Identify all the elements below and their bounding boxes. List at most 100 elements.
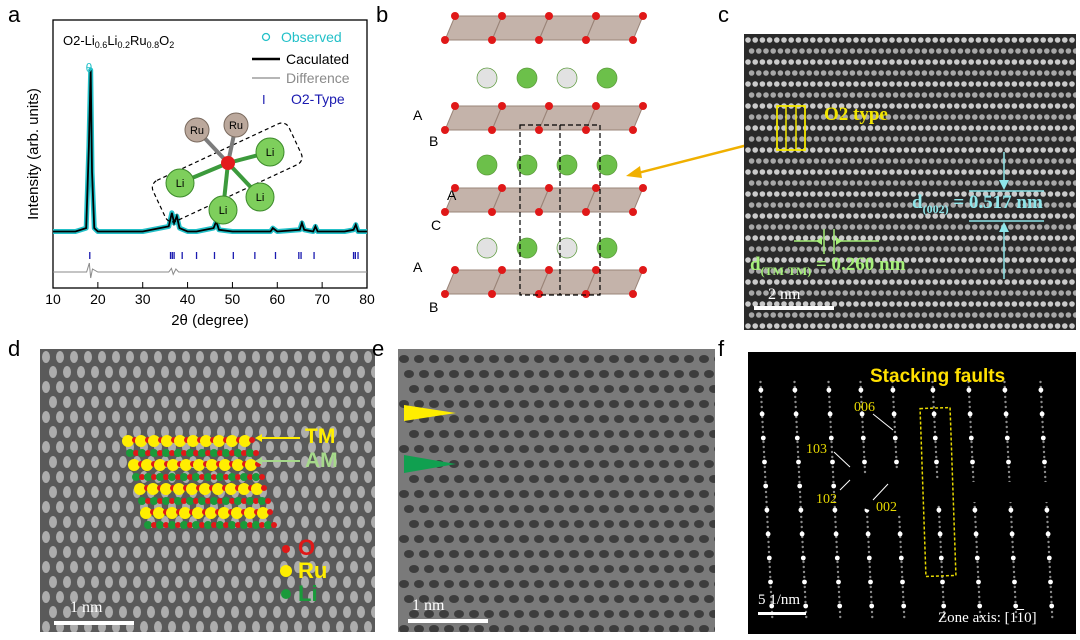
oxygen-atom	[592, 266, 600, 274]
stacking-letter: A	[413, 259, 423, 275]
diffraction-spot	[1049, 603, 1055, 609]
oxygen-atom	[441, 126, 449, 134]
saed-pattern-f: Stacking faults 006 103 102 002 5 1/nm Z…	[748, 352, 1076, 634]
li-atom	[138, 449, 146, 457]
oxygen-atom	[629, 36, 637, 44]
legend-o: O	[298, 535, 316, 560]
oxygen-atom	[498, 12, 506, 20]
ru-atom	[160, 483, 172, 495]
ru-atom	[161, 435, 173, 447]
diffraction-spot	[970, 459, 975, 465]
li-atom	[252, 473, 260, 481]
o-atom	[175, 522, 181, 528]
ru-atom	[174, 435, 186, 447]
li-atom	[162, 449, 170, 457]
li-atom	[228, 521, 236, 529]
oxygen-atom	[441, 208, 449, 216]
oxygen-atom	[639, 266, 647, 274]
diffraction-spot	[794, 435, 800, 441]
o-atom	[223, 474, 229, 480]
spot-label-002: 002	[876, 500, 897, 515]
ru-atom	[251, 483, 263, 495]
ru-atom	[179, 507, 191, 519]
li-atom	[150, 449, 158, 457]
octahedral-layer	[441, 102, 647, 134]
diffraction-spot	[968, 435, 974, 441]
ru-atom	[140, 507, 152, 519]
x-tick-label: 30	[135, 291, 151, 307]
diffraction-spot	[940, 579, 945, 585]
diffraction-spot	[865, 531, 871, 537]
o-atom	[259, 474, 265, 480]
ru-atom	[218, 507, 230, 519]
oxygen-atom	[535, 126, 543, 134]
o-atom	[163, 522, 169, 528]
inset-ru-atom	[184, 117, 210, 143]
oxygen-atom	[639, 12, 647, 20]
o-atom	[223, 522, 229, 528]
oxygen-atom	[639, 102, 647, 110]
scale-label-e: 1 nm	[412, 597, 445, 614]
diffraction-spot	[891, 411, 897, 417]
ru-atom	[232, 459, 244, 471]
diffraction-spot	[972, 507, 978, 513]
ru-atom	[205, 507, 217, 519]
oxygen-atom	[451, 12, 459, 20]
li-atom	[144, 521, 152, 529]
o-atom	[151, 474, 157, 480]
scale-label-d: 1 nm	[70, 599, 103, 616]
diffraction-spot	[1012, 579, 1017, 585]
ru-atom	[206, 459, 218, 471]
diffraction-spot	[930, 387, 936, 393]
ru-atom	[153, 507, 165, 519]
li-atom	[132, 473, 140, 481]
diffraction-spot	[763, 483, 769, 489]
lithium-atom	[556, 67, 578, 89]
inset-li-label: Li	[266, 147, 275, 159]
stacking-letter: B	[429, 133, 438, 149]
li-atom	[204, 473, 212, 481]
diffraction-spot	[832, 507, 838, 513]
diffraction-spot	[798, 507, 804, 513]
diffraction-spot	[894, 459, 899, 465]
diffraction-spot	[1039, 411, 1045, 417]
o-atom	[133, 450, 139, 456]
o-atom	[211, 474, 217, 480]
diffraction-spot	[1013, 603, 1019, 609]
o-atom	[241, 450, 247, 456]
diffraction-spot	[898, 555, 904, 561]
diffraction-spot	[768, 579, 773, 585]
diffraction-spot	[938, 555, 944, 561]
o-atom	[229, 450, 235, 456]
diffraction-spot	[941, 603, 947, 609]
xrd-legend: Observed Caculated Difference I O2-Type	[252, 29, 350, 107]
legend-calculated: Caculated	[286, 51, 349, 67]
o-atom	[163, 474, 169, 480]
o-atom	[145, 498, 151, 504]
ru-atom	[173, 483, 185, 495]
diffraction-spot	[901, 603, 907, 609]
ru-atom	[193, 459, 205, 471]
li-atom	[198, 497, 206, 505]
o2-type-box	[776, 105, 806, 151]
oxygen-atom	[441, 36, 449, 44]
li-atom	[186, 449, 194, 457]
li-atom	[126, 449, 134, 457]
o-atom	[181, 498, 187, 504]
ru-atom	[200, 435, 212, 447]
oxygen-atom	[451, 102, 459, 110]
o-atom	[217, 498, 223, 504]
diffraction-spot	[966, 387, 972, 393]
diffraction-spot	[764, 507, 770, 513]
x-tick-label: 40	[180, 291, 196, 307]
oxygen-atom	[498, 102, 506, 110]
li-atom	[246, 449, 254, 457]
ru-atom	[180, 459, 192, 471]
li-atom	[222, 449, 230, 457]
lithium-atom	[476, 154, 498, 176]
ru-atom	[187, 435, 199, 447]
inset-ru-label: Ru	[229, 120, 243, 132]
diffraction-spot	[765, 531, 771, 537]
diffraction-spot	[827, 411, 833, 417]
